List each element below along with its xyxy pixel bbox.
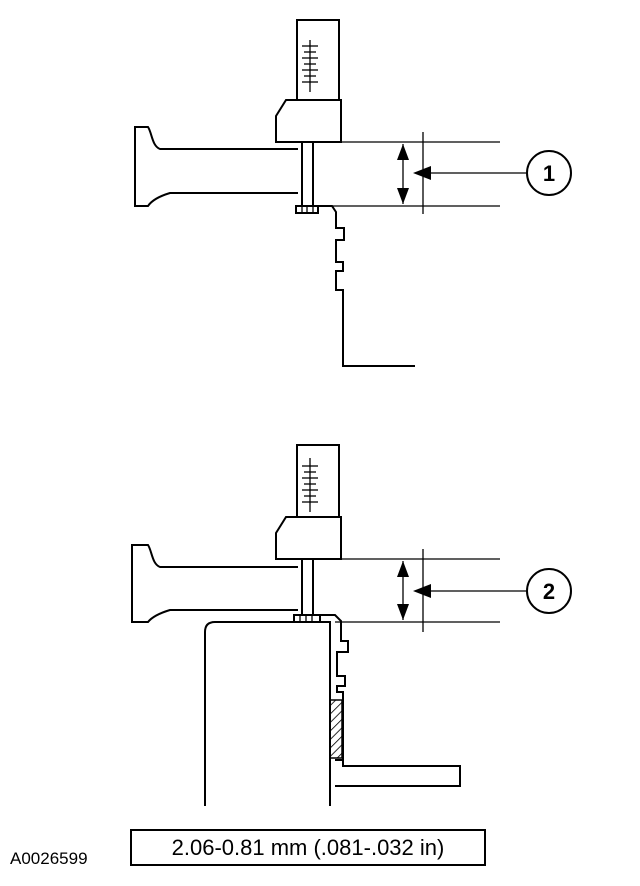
housing-profile-top bbox=[318, 205, 415, 367]
bottom-view: 2 bbox=[131, 444, 572, 806]
callout-1: 1 bbox=[526, 150, 572, 196]
callout-2: 2 bbox=[526, 568, 572, 614]
base-plate bbox=[335, 759, 461, 787]
depth-gauge-bottom bbox=[275, 444, 342, 623]
specification-box: 2.06-0.81 mm (.081-.032 in) bbox=[130, 829, 486, 866]
depth-gauge-top bbox=[275, 19, 342, 214]
support-block bbox=[204, 621, 331, 806]
figure-id: A0026599 bbox=[10, 849, 88, 868]
specification-text: 2.06-0.81 mm (.081-.032 in) bbox=[171, 834, 445, 860]
dimension-top bbox=[332, 132, 527, 214]
housing-profile-bottom bbox=[320, 614, 349, 760]
top-view: 1 bbox=[134, 19, 572, 367]
callout-1-label: 1 bbox=[543, 161, 555, 186]
hatched-section bbox=[329, 699, 343, 759]
dimension-bottom bbox=[335, 549, 527, 632]
callout-2-label: 2 bbox=[543, 579, 555, 604]
pulley-flange-bottom bbox=[131, 544, 298, 623]
pulley-flange-top bbox=[134, 126, 298, 207]
